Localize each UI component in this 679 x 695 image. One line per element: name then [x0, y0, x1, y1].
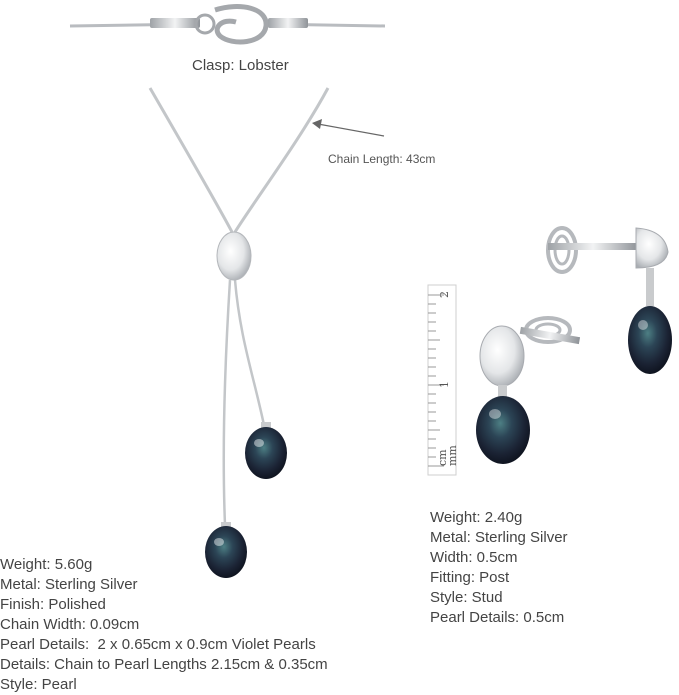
earring-side-view: [546, 226, 672, 374]
necklace-spec-style: Style: Pearl: [0, 676, 77, 693]
earring-spec-pearl-details: Pearl Details: 0.5cm: [430, 609, 565, 626]
necklace-chain: [148, 87, 330, 526]
earring-front-view: [476, 316, 581, 464]
necklace-spec-pearl-details: Pearl Details: 2 x 0.65cm x 0.9cm Violet…: [0, 636, 316, 653]
earring-specs: Weight: 2.40g Metal: Sterling Silver Wid…: [430, 508, 568, 628]
necklace-spec-weight: Weight: 5.60g: [0, 556, 93, 573]
chain-length-label: Chain Length: 43cm: [328, 152, 436, 166]
necklace-specs: Weight: 5.60g Metal: Sterling Silver Fin…: [0, 555, 328, 695]
necklace-pearl-upper: [245, 422, 287, 479]
lobster-clasp-icon: [214, 4, 269, 45]
ruler-mark-2: 2: [438, 291, 451, 298]
slider-bead: [216, 231, 252, 281]
necklace-spec-metal: Metal: Sterling Silver: [0, 576, 138, 593]
necklace-clasp-chain: [69, 4, 386, 45]
earring-spec-style: Style: Stud: [430, 589, 503, 606]
jump-ring-icon: [194, 13, 216, 35]
necklace-spec-chain-width: Chain Width: 0.09cm: [0, 616, 140, 633]
clasp-end-cap: [150, 18, 200, 28]
clasp-label: Clasp: Lobster: [192, 57, 289, 74]
earring-spec-fitting: Fitting: Post: [430, 569, 510, 586]
earring-spec-weight: Weight: 2.40g: [430, 509, 523, 526]
earring-spec-width: Width: 0.5cm: [430, 549, 518, 566]
chain-length-arrow: [312, 119, 385, 137]
ruler-unit-mm: mm: [446, 445, 459, 466]
earring-spec-metal: Metal: Sterling Silver: [430, 529, 568, 546]
ruler-unit-cm: cm: [436, 449, 449, 466]
size-ruler: 2 1 cm mm: [427, 284, 459, 476]
necklace-spec-finish: Finish: Polished: [0, 596, 106, 613]
ruler-mark-1: 1: [438, 381, 451, 388]
ruler-ticks: [428, 294, 444, 467]
necklace-spec-details: Details: Chain to Pearl Lengths 2.15cm &…: [0, 656, 328, 673]
necklace-pearl-lower: [205, 522, 247, 578]
